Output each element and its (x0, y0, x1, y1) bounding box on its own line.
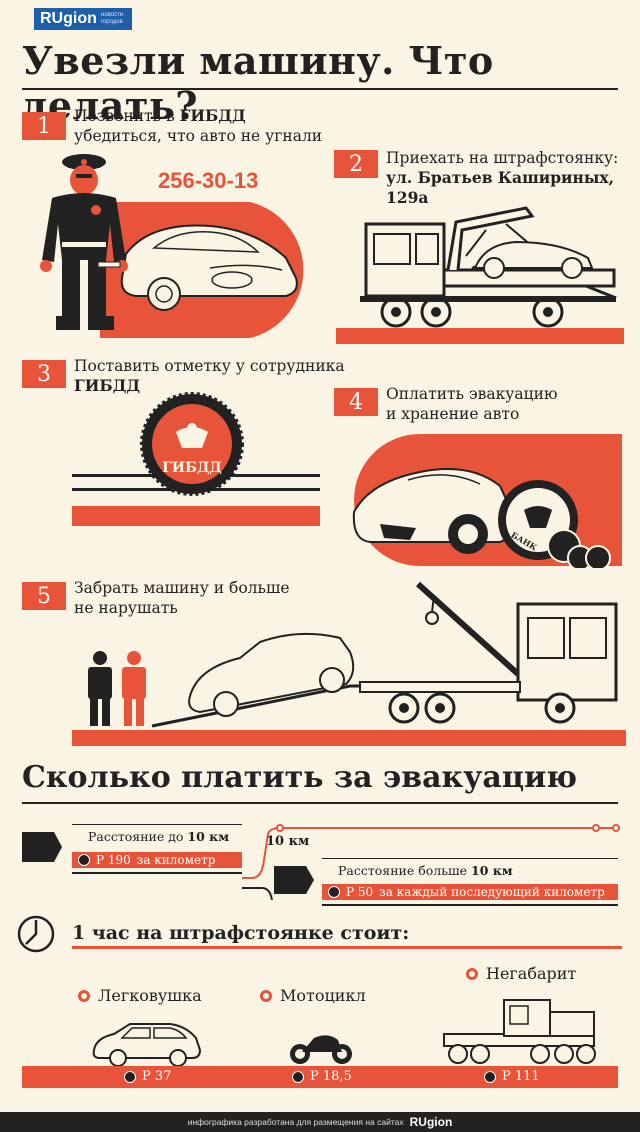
vehicle-moto-name: Мотоцикл (280, 986, 366, 1005)
car-icon (92, 1023, 202, 1066)
vehicle-moto-label: Мотоцикл (260, 986, 366, 1005)
moto-price: Р 18,5 (310, 1069, 352, 1084)
step-2-line3: 129а (386, 188, 429, 207)
vehicle-price-bar (22, 1066, 618, 1088)
pricing-divider (22, 802, 618, 804)
gibdd-stamp-icon (140, 392, 244, 496)
step-2-text: Приехать на штрафстоянку: ул. Братьев Ка… (386, 148, 618, 208)
far-price-bar: Р 50 за каждый последующий километр (322, 884, 618, 900)
traffic-officer-icon (40, 154, 128, 330)
ruble-coin-icon (292, 1070, 304, 1083)
step-1-number: 1 (37, 113, 51, 139)
step-5-badge: 5 (22, 582, 66, 610)
step-5-line1: Забрать машину и больше (74, 579, 290, 597)
footer: инфографика разработана для размещения н… (0, 1112, 640, 1132)
step-5-orange-bar (72, 730, 626, 746)
rugion-logo[interactable]: RUgion новости городов (34, 8, 132, 30)
step-2-number: 2 (349, 151, 363, 177)
step-5-line2: не нарушать (74, 599, 178, 617)
motorcycle-icon (290, 1035, 352, 1064)
car-price: Р 37 (142, 1069, 172, 1084)
ruble-coin-icon (78, 854, 90, 866)
far-label-km: 10 км (471, 863, 513, 878)
car-price-chip: Р 37 (124, 1069, 171, 1084)
truck-price-chip: Р 111 (484, 1069, 540, 1084)
near-label-km: 10 км (187, 829, 230, 844)
step-2-line1: Приехать на штрафстоянку: (386, 149, 619, 167)
truck-price: Р 111 (502, 1069, 540, 1084)
tow-truck-loading-icon (336, 206, 624, 344)
near-label: Расстояние до (88, 829, 188, 844)
parking-cost-title: 1 час на штрафстоянке стоит: (72, 922, 410, 944)
step-4-badge: 4 (334, 388, 378, 416)
step-1-line1: Позвонить в (74, 107, 180, 125)
step-3-line2: ГИБДД (74, 376, 141, 395)
near-distance-box: Расстояние до 10 км (72, 824, 242, 844)
near-underline (72, 872, 242, 874)
parking-cost-underline (72, 946, 622, 949)
step-4-line2: и хранение авто (386, 405, 520, 423)
people-icon (88, 651, 146, 726)
near-distance-arrow (22, 832, 62, 862)
hotline-phone: 256-30-13 (158, 168, 259, 193)
step-4-car-coins-illustration (352, 434, 622, 568)
step-4-number: 4 (349, 389, 363, 415)
step-2-badge: 2 (334, 150, 378, 178)
title-divider (22, 88, 618, 90)
gibdd-stamp-text: ГИБДД (162, 460, 222, 476)
far-unit: за каждый последующий километр (379, 885, 605, 899)
far-underline (322, 904, 618, 906)
threshold-label: 10 км (266, 834, 310, 849)
step-1-line1-bold: ГИБДД (179, 106, 246, 125)
step-4-text: Оплатить эвакуацию и хранение авто (386, 384, 557, 424)
ruble-coin-icon (328, 886, 340, 898)
vehicle-truck-name: Негабарит (486, 964, 577, 983)
step-3-number: 3 (37, 361, 51, 387)
ruble-coin-icon (124, 1070, 136, 1083)
vehicle-car-name: Легковушка (98, 986, 202, 1005)
logo-tagline: новости городов (100, 12, 124, 25)
far-distance-arrow (274, 866, 314, 894)
footer-brand-link[interactable]: RUgion (409, 1115, 453, 1129)
bullet-icon (260, 989, 272, 1002)
near-price-bar: Р 190 за километр (72, 852, 242, 868)
ruble-coin-icon (484, 1070, 496, 1083)
far-distance-box: Расстояние больше 10 км (322, 858, 618, 878)
step-5-text: Забрать машину и больше не нарушать (74, 578, 290, 618)
truck-icon (443, 999, 596, 1064)
moto-price-chip: Р 18,5 (292, 1069, 352, 1084)
step-1-badge: 1 (22, 112, 66, 140)
step-1-car-illustration (100, 202, 304, 338)
bullet-icon (78, 989, 90, 1002)
far-label: Расстояние больше (338, 863, 472, 878)
clock-icon (17, 915, 55, 953)
step-3-badge: 3 (22, 360, 66, 388)
footer-text: инфографика разработана для размещения н… (187, 1117, 404, 1127)
step-3-orange-bar (72, 506, 320, 526)
vehicle-truck-label: Негабарит (466, 964, 576, 983)
step-4-line1: Оплатить эвакуацию (386, 385, 558, 403)
step-1-text: Позвонить в ГИБДД убедиться, что авто не… (74, 106, 322, 146)
far-price: Р 50 (346, 885, 374, 899)
near-unit: за километр (136, 853, 216, 867)
step-3-line1: Поставить отметку у сотрудника (74, 357, 345, 375)
step-2-line2: ул. Братьев Кашириных, (386, 168, 615, 187)
near-price: Р 190 (96, 853, 131, 867)
tow-truck-unloading-icon (151, 581, 618, 728)
vehicle-car-label: Легковушка (78, 986, 202, 1005)
bullet-icon (466, 967, 478, 980)
step-3-text: Поставить отметку у сотрудника ГИБДД (74, 356, 345, 396)
step-1-line2: убедиться, что авто не угнали (74, 127, 323, 145)
pricing-section-title: Сколько платить за эвакуацию (22, 760, 578, 795)
logo-text: RUgion (40, 10, 97, 27)
distance-route-line (242, 824, 620, 900)
step-5-number: 5 (37, 583, 51, 609)
page-title: Увезли машину. Что делать? (22, 38, 494, 128)
